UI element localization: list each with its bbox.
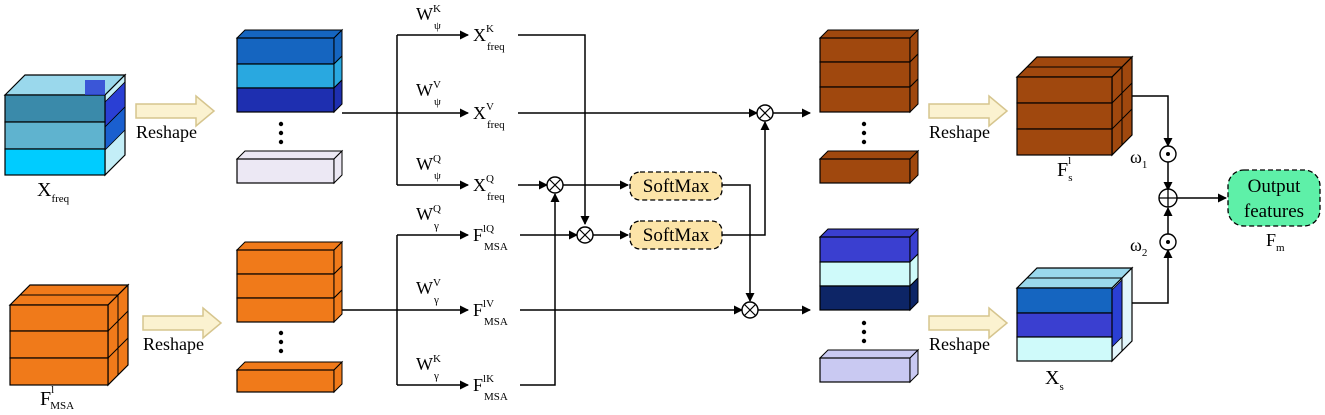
reshape-arrow-bottom-right (928, 306, 1009, 340)
label-xfreq-input: Xfreq (37, 179, 70, 205)
branch-lines-bottom (342, 230, 469, 390)
dot-op-omega2 (1159, 233, 1177, 251)
reshape-label-bottom-right: Reshape (929, 334, 990, 354)
dot-op-omega1 (1159, 145, 1177, 163)
add-op (1158, 188, 1178, 208)
multiply-op-bottom-right (741, 301, 759, 319)
multiply-op-lower (576, 226, 594, 244)
softmax-box-lower (629, 220, 723, 250)
stack-brown-output (818, 28, 920, 185)
label-fm: Fm (1266, 230, 1285, 254)
softmax-box-upper (629, 171, 723, 201)
label-xs: Xs (1045, 367, 1064, 393)
reshape-label-bottom-left: Reshape (143, 334, 204, 354)
label-omega2: ω2 (1130, 235, 1147, 259)
multiply-op-upper (546, 176, 564, 194)
reshape-label-top-left: Reshape (136, 122, 197, 142)
reshape-arrow-top-left (135, 94, 216, 128)
label-omega1: ω1 (1130, 147, 1147, 171)
multiply-op-top-right (756, 104, 774, 122)
output-label-line2: features (1244, 201, 1304, 222)
input-cube-fmsa (8, 283, 130, 387)
branch-lines-top (342, 30, 469, 190)
reshape-arrow-bottom-left (142, 306, 223, 340)
flow-connections (518, 34, 811, 386)
reshape-label-top-right: Reshape (929, 122, 990, 142)
stack-orange-reshaped (235, 240, 344, 394)
input-cube-xfreq (3, 73, 127, 177)
stack-blue-reshaped (235, 28, 344, 185)
fusion-connections (1132, 95, 1227, 304)
reshape-arrow-top-right (928, 94, 1009, 128)
softmax-label-lower: SoftMax (643, 225, 710, 246)
output-features-box (1227, 169, 1321, 227)
cube-xs (1015, 266, 1134, 363)
softmax-label-upper: SoftMax (643, 176, 710, 197)
cube-fs (1015, 55, 1134, 157)
output-label-line1: Output (1248, 176, 1302, 197)
stack-blue-output (818, 227, 920, 384)
